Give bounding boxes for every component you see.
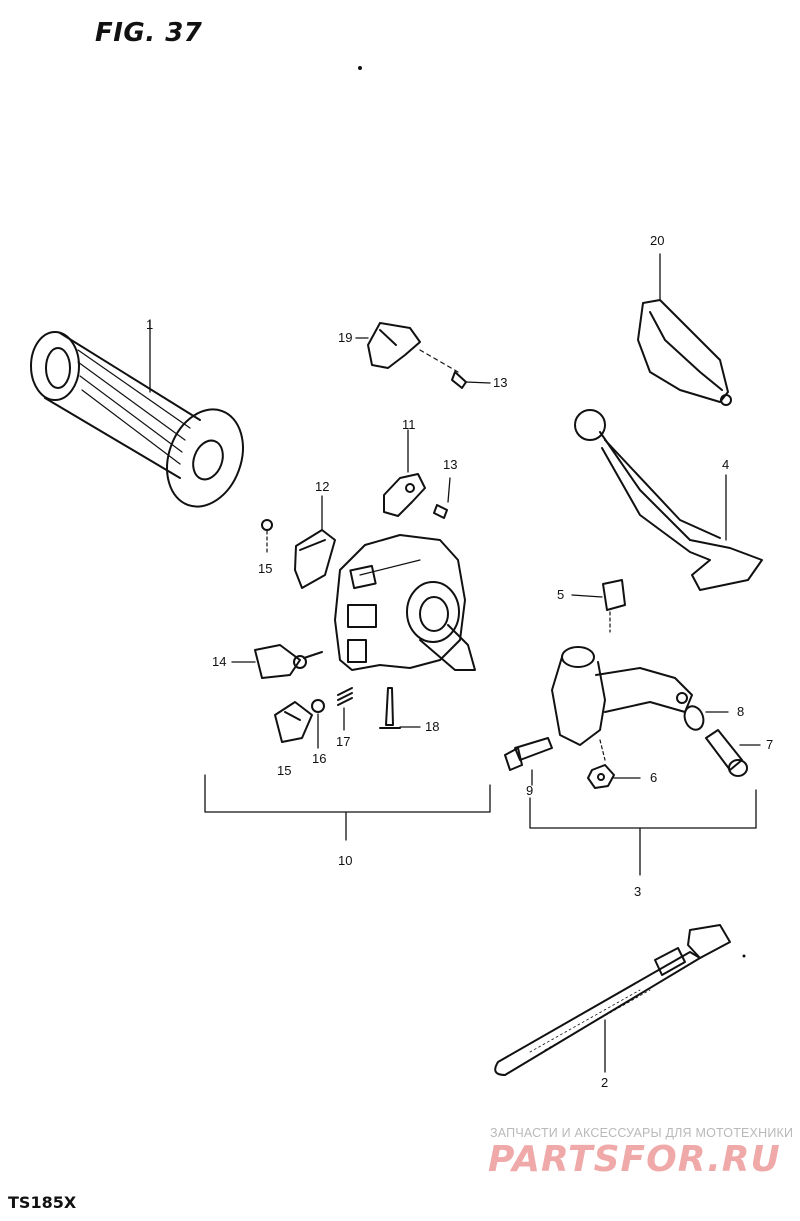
bolt-part-7	[705, 729, 748, 777]
screw-part-15a	[261, 519, 273, 553]
callout-11: 11	[402, 417, 416, 432]
switch-housing-part-10	[334, 534, 476, 671]
callout-1: 1	[146, 317, 154, 332]
callout-9: 9	[526, 783, 534, 798]
bracket-3	[529, 789, 757, 876]
callout-20: 20	[650, 233, 665, 248]
screw-part-18	[379, 687, 401, 729]
leader-13b	[447, 477, 451, 503]
callout-6: 6	[650, 770, 658, 785]
bracket-10	[204, 774, 491, 841]
scan-dot	[742, 954, 746, 958]
ball-part-16	[311, 699, 325, 713]
spring-part-17	[337, 687, 353, 706]
screw-part-13b	[433, 504, 448, 519]
callout-2: 2	[601, 1075, 609, 1090]
leader-5	[571, 594, 603, 598]
grip-part-1	[30, 331, 244, 508]
callout-4: 4	[722, 457, 730, 472]
scan-dot	[358, 66, 362, 70]
lever-cover-part-20	[637, 299, 732, 406]
callout-18: 18	[425, 719, 440, 734]
callout-5: 5	[557, 587, 565, 602]
watermark-tagline: ЗАПЧАСТИ И АКСЕССУАРЫ ДЛЯ МОТОТЕХНИКИ	[490, 1126, 794, 1140]
callout-15a: 15	[258, 561, 273, 576]
nut-part-6	[587, 764, 615, 789]
clamp-part-11	[383, 473, 426, 517]
clamp-part-19	[367, 322, 421, 369]
callout-17: 17	[336, 734, 351, 749]
lever-part-4	[574, 409, 763, 591]
watermark-logo: PARTSFOR.RU	[488, 1139, 781, 1180]
bolt-part-5	[602, 579, 626, 633]
switch-part-12	[294, 529, 336, 589]
holder-part-3	[551, 646, 693, 761]
callout-13b: 13	[443, 457, 458, 472]
screw-part-13a	[451, 371, 491, 389]
callout-14: 14	[212, 654, 227, 669]
fig-title: FIG. 37	[95, 18, 203, 48]
callout-15b: 15	[277, 763, 292, 778]
block-part-15b	[274, 701, 313, 743]
model-label: TS185X	[8, 1193, 77, 1212]
switch-part-14	[254, 644, 323, 679]
callout-19: 19	[338, 330, 353, 345]
callout-8: 8	[737, 704, 745, 719]
callout-16: 16	[312, 751, 327, 766]
dash-19-13	[419, 349, 459, 373]
callout-13a: 13	[493, 375, 508, 390]
callout-12: 12	[315, 479, 330, 494]
cable-tie-part-2	[494, 924, 731, 1076]
bolt-part-9	[504, 737, 553, 771]
callout-3: 3	[634, 884, 642, 899]
callout-10: 10	[338, 853, 353, 868]
callout-7: 7	[766, 737, 774, 752]
washer-part-8	[683, 705, 705, 731]
